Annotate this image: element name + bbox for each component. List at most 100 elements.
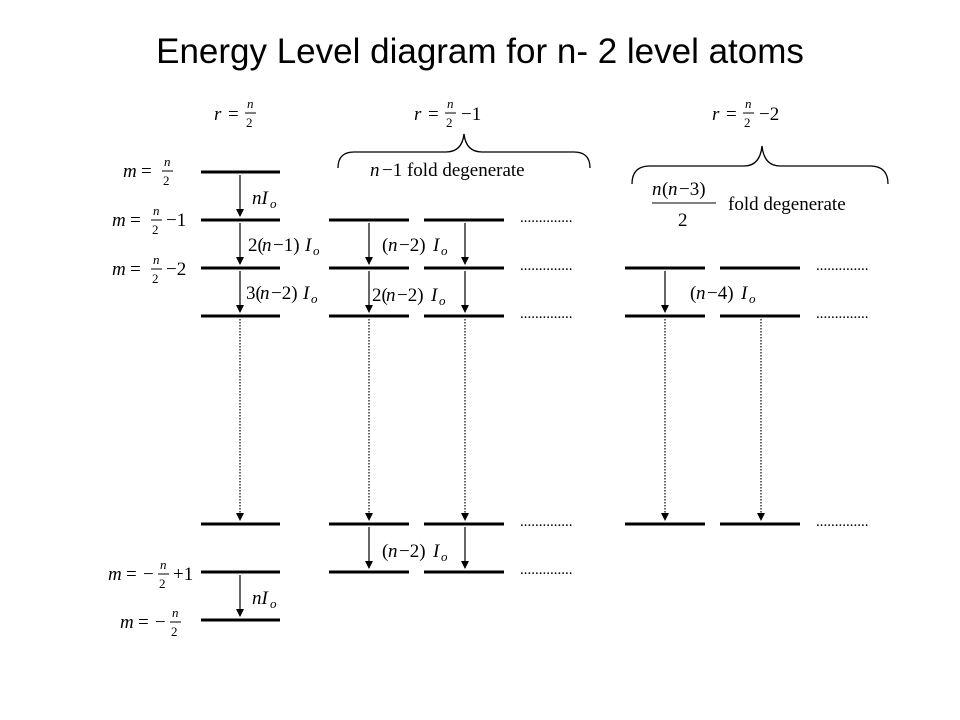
svg-text:−2: −2 [759, 104, 779, 125]
svg-text:I: I [304, 235, 313, 256]
svg-text:m: m [120, 612, 134, 633]
svg-text:n: n [668, 179, 678, 200]
svg-text:r: r [712, 104, 720, 125]
svg-text:m: m [123, 161, 137, 182]
rate-label-3-n-minus-2-Io: 3( n −2) I o [246, 283, 318, 306]
svg-text:(: ( [382, 541, 388, 562]
svg-text:−1: −1 [461, 104, 481, 125]
svg-text:2: 2 [152, 271, 159, 286]
svg-text:o: o [313, 243, 320, 258]
svg-text:o: o [749, 291, 756, 306]
svg-text:−4): −4) [707, 283, 734, 304]
svg-text:2: 2 [246, 115, 253, 130]
brace-column-2 [337, 133, 591, 169]
svg-text:−2): −2) [399, 541, 426, 562]
column-label-r-n-over-2-minus-2: r = n 2 −2 [712, 96, 779, 130]
svg-text:−1 fold degenerate: −1 fold degenerate [382, 160, 525, 181]
svg-text:−2): −2) [271, 283, 298, 304]
svg-text:..............: .............. [520, 306, 573, 322]
svg-text:n: n [652, 179, 662, 200]
svg-text:−1: −1 [166, 210, 186, 231]
svg-text:n: n [388, 541, 398, 562]
svg-text:r: r [414, 104, 422, 125]
svg-text:o: o [439, 293, 446, 308]
svg-text:..............: .............. [520, 258, 573, 274]
svg-text:nI: nI [252, 188, 270, 209]
svg-text:m: m [108, 564, 122, 585]
svg-text:−3): −3) [679, 179, 706, 200]
svg-text:n: n [262, 235, 272, 256]
svg-text:..............: .............. [520, 210, 573, 226]
svg-text:n: n [370, 160, 380, 181]
svg-text:..............: .............. [520, 514, 573, 530]
slide-title: Energy Level diagram for n- 2 level atom… [156, 32, 804, 71]
degeneracy-label-column-2: n −1 fold degenerate [370, 160, 525, 181]
svg-text:fold degenerate: fold degenerate [728, 194, 846, 215]
rate-label-nIo-top: nI o [252, 188, 277, 211]
m-label-n-over-2-minus-2: m = n 2 −2 [112, 252, 186, 286]
svg-text:3(: 3( [246, 283, 262, 304]
svg-text:−2: −2 [166, 259, 186, 280]
svg-text:n: n [696, 283, 706, 304]
svg-text:o: o [270, 596, 277, 611]
svg-text:n: n [247, 96, 254, 111]
svg-text:(: ( [662, 179, 668, 200]
continuation-dots: .............. .............. ..........… [520, 210, 869, 578]
svg-text:2: 2 [163, 173, 170, 188]
svg-text:n: n [388, 235, 398, 256]
column-label-r-n-over-2: r = n 2 [214, 96, 256, 130]
energy-levels [201, 170, 800, 622]
svg-text:=: = [126, 564, 137, 585]
svg-text:I: I [432, 235, 441, 256]
svg-text:..............: .............. [816, 514, 869, 530]
svg-text:..............: .............. [816, 258, 869, 274]
svg-text:nI: nI [252, 588, 270, 609]
brace-column-3 [631, 145, 889, 185]
rate-label-nIo-bottom: nI o [252, 588, 277, 611]
m-label-n-over-2-minus-1: m = n 2 −1 [112, 203, 186, 237]
svg-text:n: n [164, 154, 171, 169]
svg-text:2: 2 [744, 115, 751, 130]
degeneracy-label-column-3: n ( n −3) 2 fold degenerate [652, 179, 846, 231]
svg-text:I: I [430, 285, 439, 306]
svg-text:o: o [311, 291, 318, 306]
svg-text:o: o [441, 243, 448, 258]
svg-text:=: = [428, 104, 439, 125]
svg-text:..............: .............. [816, 306, 869, 322]
rate-label-n-minus-4-Io: ( n −4) I o [690, 283, 756, 306]
column-label-r-n-over-2-minus-1: r = n 2 −1 [414, 96, 481, 130]
svg-text:n: n [260, 283, 270, 304]
svg-text:n: n [745, 96, 752, 111]
rate-label-n-minus-2-Io-col2-bottom: ( n −2) I o [382, 541, 448, 564]
svg-text:n: n [447, 96, 454, 111]
svg-text:o: o [441, 549, 448, 564]
svg-text:2: 2 [159, 576, 166, 591]
rate-label-2-n-minus-2-Io: 2( n −2) I o [372, 285, 446, 308]
svg-text:−: − [143, 564, 154, 585]
svg-text:(: ( [690, 283, 696, 304]
svg-text:2: 2 [171, 624, 178, 639]
svg-text:..............: .............. [520, 562, 573, 578]
svg-text:=: = [726, 104, 737, 125]
m-label-n-over-2: m = n 2 [123, 154, 173, 188]
svg-text:I: I [432, 541, 441, 562]
svg-text:=: = [228, 104, 239, 125]
m-label-minus-n-over-2-plus-1: m = − n 2 +1 [108, 557, 193, 591]
svg-text:r: r [214, 104, 222, 125]
svg-text:I: I [302, 283, 311, 304]
rate-label-2-n-minus-1-Io: 2( n −1) I o [248, 235, 320, 258]
svg-text:o: o [270, 196, 277, 211]
svg-text:n: n [153, 252, 160, 267]
svg-text:n: n [160, 557, 167, 572]
svg-text:−: − [155, 612, 166, 633]
svg-text:2: 2 [446, 115, 453, 130]
svg-text:2: 2 [678, 210, 688, 231]
svg-text:=: = [138, 612, 149, 633]
svg-text:n: n [153, 203, 160, 218]
svg-text:m: m [112, 259, 126, 280]
svg-text:+1: +1 [173, 564, 193, 585]
svg-text:=: = [130, 259, 141, 280]
svg-text:=: = [141, 161, 152, 182]
